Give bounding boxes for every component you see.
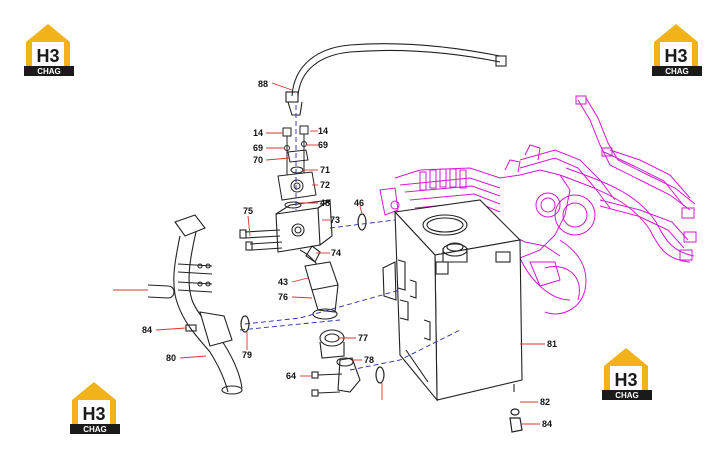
brand-logo-bottom-left: H3 CHAG [66,378,124,436]
leader-lines [113,82,545,425]
callout-75: 75 [243,206,253,216]
elbow-fittings [304,261,361,397]
logo-main-text: H3 [82,404,105,424]
callout-46: 46 [354,198,364,208]
hydraulic-tank [382,199,523,402]
hose-assembly [285,43,507,116]
callout-73: 73 [330,215,340,225]
callout-81: 81 [547,339,557,349]
logo-sub-text: CHAG [37,67,61,76]
callout-69-right: 69 [318,140,328,150]
callout-84-right: 84 [542,419,552,429]
callout-72: 72 [320,180,330,190]
logo-sub-text: CHAG [615,391,639,400]
callout-71: 71 [320,165,330,175]
callout-69-left: 69 [253,143,263,153]
callout-84-left: 84 [142,325,152,335]
callout-14-left: 14 [253,128,263,138]
brand-logo-right: H3 CHAG [598,344,656,402]
logo-main-text: H3 [664,46,687,66]
callout-76: 76 [278,292,288,302]
valve-block [239,199,333,269]
logo-main-text: H3 [614,370,637,390]
bolt-stack [277,125,317,209]
callout-82: 82 [540,397,550,407]
logo-sub-text: CHAG [83,425,107,434]
brand-logo-top-right: H3 CHAG [648,20,706,78]
callout-48: 48 [320,198,330,208]
callout-78: 78 [364,355,374,365]
callout-labels: 88 14 14 69 69 70 71 72 48 75 73 46 74 4… [142,79,557,429]
magenta-pump-assembly [379,95,697,315]
callout-43: 43 [278,277,288,287]
callout-70: 70 [253,155,263,165]
callout-64: 64 [286,371,296,381]
callout-77: 77 [358,333,368,343]
logo-main-text: H3 [36,46,59,66]
assembly-dash-lines [239,105,461,371]
callout-79: 79 [242,350,252,360]
suction-pipe [147,214,243,395]
callout-80: 80 [166,353,176,363]
logo-sub-text: CHAG [665,67,689,76]
callout-14-right: 14 [318,126,328,136]
brand-logo-top-left: H3 CHAG [20,20,78,78]
callout-74: 74 [331,248,341,258]
callout-88: 88 [258,79,268,89]
